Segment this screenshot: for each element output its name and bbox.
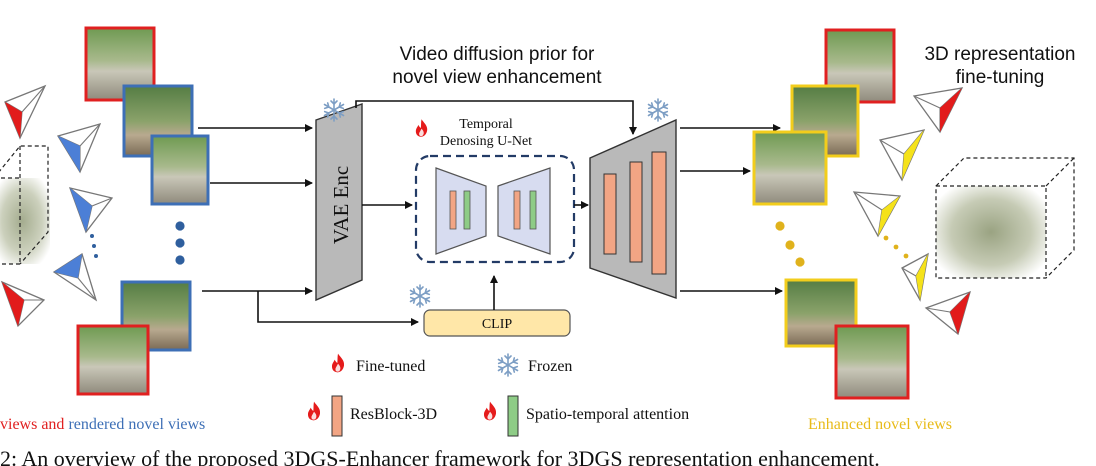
unet-label-line2: Denosing U-Net (440, 134, 532, 149)
snowflake-icon (497, 353, 519, 377)
right-caption: Enhanced novel views (808, 416, 952, 433)
camera-frustum-icon (879, 129, 926, 182)
enhanced-view-frame (752, 130, 828, 206)
legend-fine-tuned: Fine-tuned (356, 358, 425, 375)
snowflake-icon (409, 284, 431, 308)
clip-label: CLIP (482, 317, 513, 332)
camera-frustum-icon (68, 187, 114, 234)
rendered-view-frame (150, 134, 210, 206)
right-title-line1: 3D representation (924, 44, 1075, 65)
unet-decoder-half (497, 167, 551, 255)
unet-encoder-half (435, 167, 487, 255)
center-title-line2: novel view enhancement (392, 67, 602, 88)
vae-encoder-block (315, 103, 363, 302)
input-view-frame (834, 324, 910, 400)
camera-frustum-icon (52, 252, 98, 302)
camera-frustum-icon (912, 87, 964, 134)
legend-attention-swatch (507, 395, 519, 437)
legend-frozen: Frozen (528, 358, 572, 375)
view-ellipsis-dots (775, 221, 805, 267)
right-title-line2: fine-tuning (956, 67, 1045, 88)
enhanced-scene-cube (935, 157, 1075, 279)
ellipsis-dots (90, 234, 98, 258)
flame-icon (415, 119, 428, 137)
snowflake-icon (323, 98, 345, 122)
ellipsis-dots (883, 235, 909, 259)
camera-frustum-icon (56, 123, 102, 174)
snowflake-icon (647, 98, 669, 122)
camera-frustum-icon (924, 290, 971, 336)
view-ellipsis-dots (175, 221, 185, 265)
center-title-line1: Video diffusion prior for (400, 44, 595, 65)
flame-icon (483, 401, 497, 421)
flame-icon (307, 401, 321, 421)
legend-resblock: ResBlock-3D (350, 406, 437, 423)
arrow (355, 100, 637, 135)
decoder-resblock (629, 161, 643, 263)
vae-encoder-label: VAE Enc (329, 166, 353, 244)
clip-block (423, 309, 571, 337)
camera-frustum-icon (0, 280, 46, 328)
decoder-resblock (651, 151, 667, 275)
camera-frustum-icon (901, 252, 929, 302)
arrow (257, 291, 419, 326)
left-caption: views and rendered novel views (0, 416, 205, 433)
camera-frustum-icon (852, 191, 902, 238)
unet-dashed-box (414, 154, 576, 264)
figure-caption: 2: An overview of the proposed 3DGS-Enha… (0, 446, 880, 466)
legend-attention: Spatio-temporal attention (526, 406, 689, 423)
input-scene-cube (0, 145, 50, 265)
flame-icon (331, 353, 345, 373)
legend-resblock-swatch (331, 395, 343, 437)
enhanced-view-frame (784, 278, 858, 348)
input-view-frame (76, 324, 150, 396)
decoder-resblock (603, 173, 617, 255)
unet-label-line1: Temporal (459, 117, 513, 132)
camera-frustum-icon (4, 84, 47, 140)
